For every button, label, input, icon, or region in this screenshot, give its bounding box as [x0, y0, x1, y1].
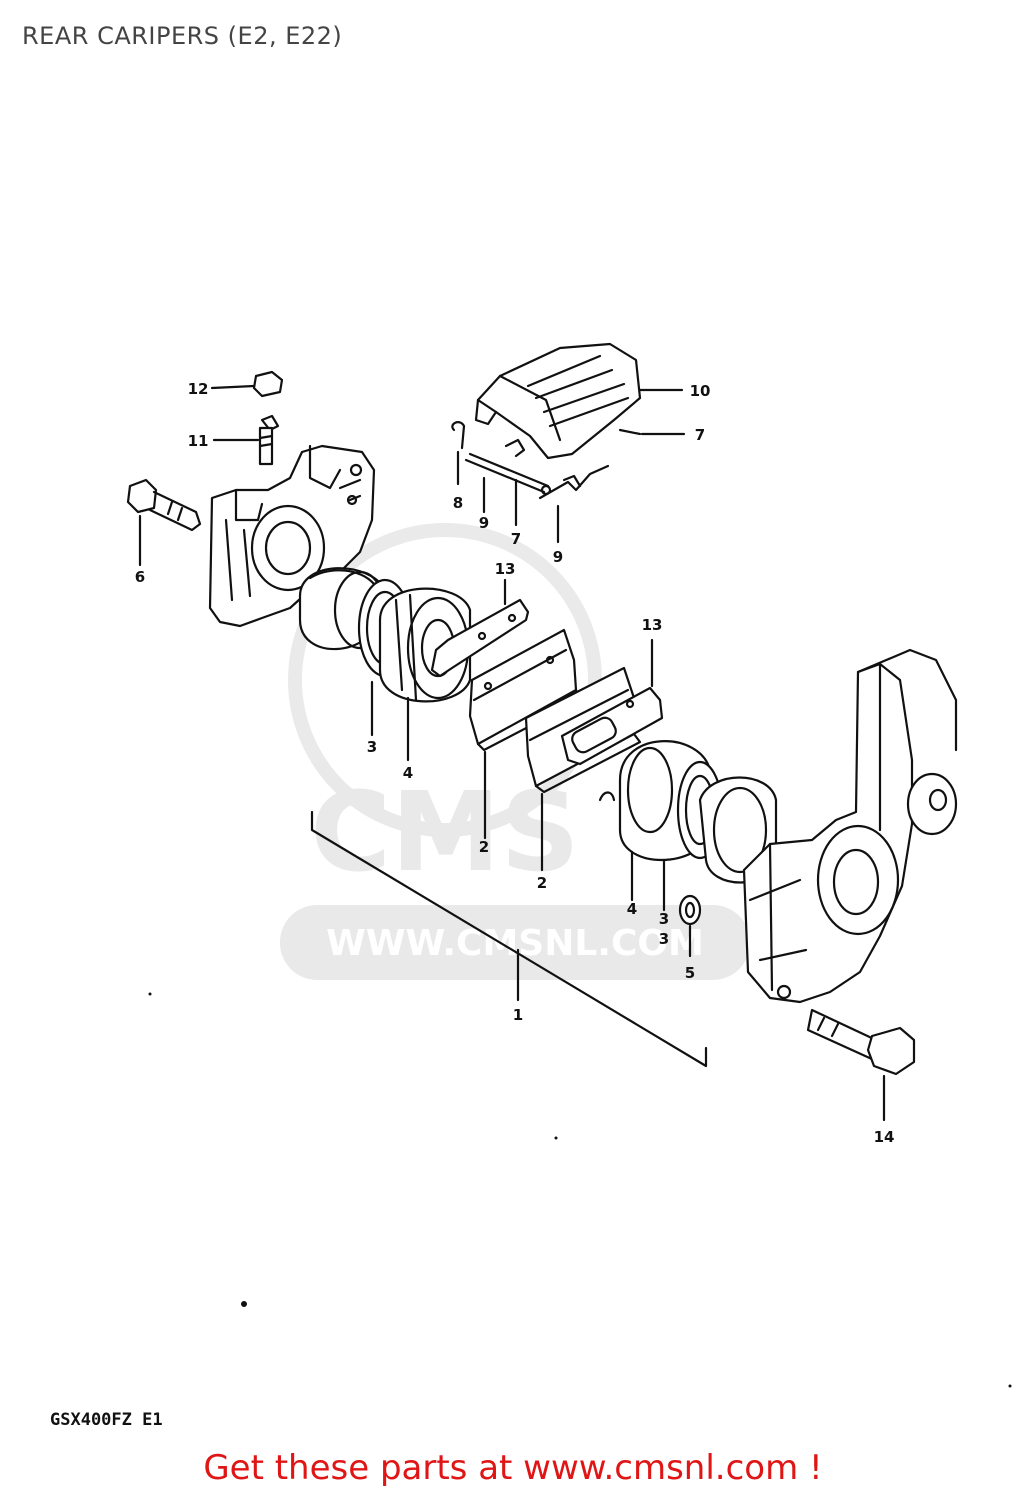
watermark-logo-text: CMS	[310, 768, 579, 896]
scan-specks	[148, 992, 1012, 1388]
callout-9-left: 9	[479, 514, 489, 532]
cmsnl-footer-link[interactable]: Get these parts at www.cmsnl.com !	[203, 1448, 823, 1488]
callout-13-left: 13	[495, 560, 516, 578]
callout-5: 5	[685, 964, 695, 982]
pad-shim-left	[430, 578, 530, 678]
watermark-url-text: WWW.CMSNL.COM	[326, 923, 704, 964]
o-ring	[678, 894, 702, 958]
pad-spring	[482, 438, 610, 544]
callout-4-right: 4	[627, 900, 637, 918]
callout-12: 12	[188, 380, 209, 398]
callout-9-right: 9	[553, 548, 563, 566]
callout-1: 1	[513, 1006, 523, 1024]
exploded-parts-diagram: CMS WWW.CMSNL.COM	[126, 342, 1012, 1388]
callout-13-right: 13	[642, 616, 663, 634]
caliper-housing-left	[208, 444, 376, 628]
callout-11: 11	[188, 432, 209, 450]
callout-10: 10	[690, 382, 711, 400]
callouts: 12 11 6 10 7 8 9 7 9 13 13 3 4 2 2 4 3 3…	[135, 380, 895, 1146]
dust-boot-left	[378, 587, 472, 762]
callout-4-left: 4	[403, 764, 413, 782]
callout-7-bottom: 7	[511, 530, 521, 548]
bleeder-valve	[212, 414, 280, 466]
callout-8: 8	[453, 494, 463, 512]
page-title: REAR CARIPERS (E2, E22)	[22, 22, 343, 50]
callout-2-left: 2	[479, 838, 489, 856]
callout-3-lower: 3	[659, 930, 669, 948]
caliper-bolt-left	[126, 478, 202, 567]
pad-cover	[474, 342, 684, 460]
callout-7-top: 7	[695, 426, 705, 444]
callout-2-right: 2	[537, 874, 547, 892]
assembly-bracket	[310, 810, 708, 1068]
bleeder-cap	[210, 370, 284, 398]
callout-3-right: 3	[659, 910, 669, 928]
callout-6: 6	[135, 568, 145, 586]
cmsnl-watermark: CMS WWW.CMSNL.COM	[280, 523, 750, 980]
callout-3-left: 3	[367, 738, 377, 756]
caliper-bolt-right	[806, 1008, 916, 1122]
pin-clip	[451, 421, 466, 486]
callout-14: 14	[874, 1128, 895, 1146]
model-code-label: GSX400FZ E1	[50, 1410, 163, 1430]
caliper-housing-right	[742, 648, 958, 1004]
pad-shim-right	[560, 638, 664, 766]
